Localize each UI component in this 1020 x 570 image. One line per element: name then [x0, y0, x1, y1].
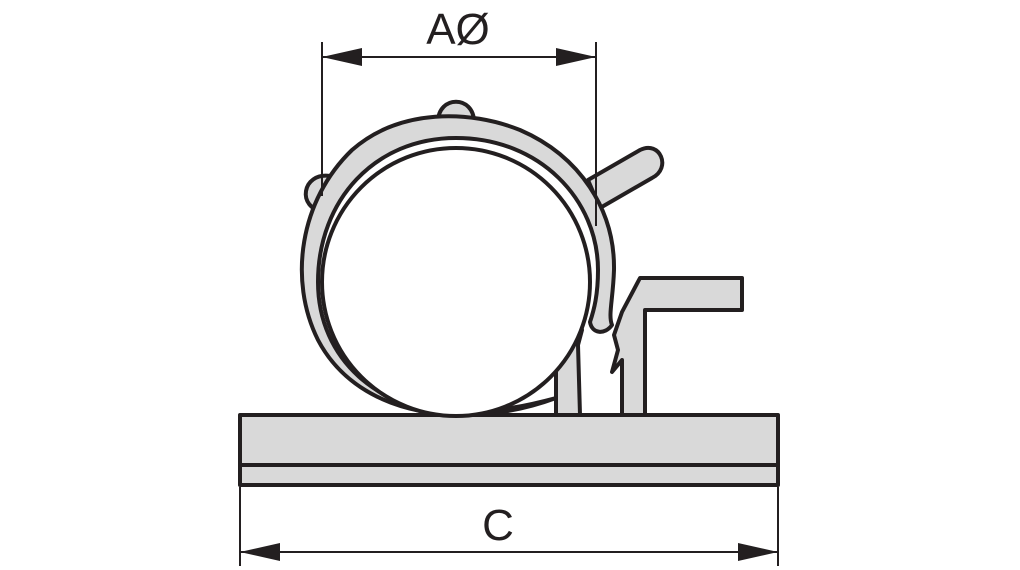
diameter-label: AØ [426, 5, 490, 54]
diameter-dimension: AØ [321, 5, 597, 226]
diameter-arrow-left [322, 48, 362, 66]
width-dimension: C [239, 487, 779, 566]
width-arrow-right [738, 543, 778, 561]
latch-post [610, 276, 744, 417]
base-plate [238, 413, 780, 487]
side-tab [586, 146, 665, 210]
width-arrow-left [240, 543, 280, 561]
clip-ring [299, 114, 617, 418]
diameter-arrow-right [556, 48, 596, 66]
width-label: C [482, 501, 514, 550]
